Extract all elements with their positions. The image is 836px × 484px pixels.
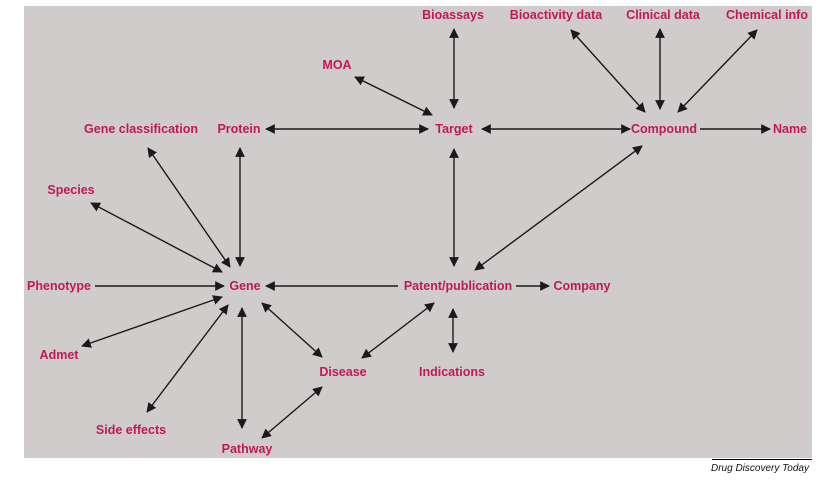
edge-gene-disease bbox=[261, 302, 323, 358]
edge-target-moa bbox=[354, 76, 433, 116]
edge-gene-geneclass bbox=[147, 147, 231, 268]
node-sideeffects: Side effects bbox=[96, 423, 166, 437]
edge-patent-compound bbox=[474, 145, 643, 271]
labels-layer: Bioassays Bioactivity data Clinical data Ch… bbox=[27, 8, 808, 456]
edge-patent-disease bbox=[361, 302, 435, 359]
edge-gene-admet bbox=[81, 295, 223, 348]
node-phenotype: Phenotype bbox=[27, 279, 91, 293]
node-disease: Disease bbox=[319, 365, 366, 379]
node-patent: Patent/publication bbox=[404, 279, 512, 293]
node-target: Target bbox=[435, 122, 473, 136]
node-chemical: Chemical info bbox=[726, 8, 808, 22]
node-pathway: Pathway bbox=[222, 442, 273, 456]
node-protein: Protein bbox=[217, 122, 260, 136]
edge-gene-sideeffects bbox=[146, 304, 229, 413]
edge-compound-bioactivity bbox=[570, 29, 646, 113]
edge-disease-pathway bbox=[261, 386, 323, 439]
node-moa: MOA bbox=[322, 58, 351, 72]
node-clinical: Clinical data bbox=[626, 8, 701, 22]
node-company: Company bbox=[554, 279, 611, 293]
node-geneclass: Gene classification bbox=[84, 122, 198, 136]
node-bioassays: Bioassays bbox=[422, 8, 484, 22]
edge-gene-species bbox=[90, 202, 223, 273]
edge-compound-chemical bbox=[677, 29, 758, 113]
source-credit: Drug Discovery Today bbox=[710, 463, 809, 474]
node-compound: Compound bbox=[631, 122, 697, 136]
footer-rule bbox=[712, 459, 812, 460]
node-admet: Admet bbox=[40, 348, 80, 362]
node-name: Name bbox=[773, 122, 807, 136]
edges-layer bbox=[81, 28, 771, 439]
node-species: Species bbox=[47, 183, 94, 197]
node-gene: Gene bbox=[229, 279, 260, 293]
node-bioactivity: Bioactivity data bbox=[510, 8, 603, 22]
node-indications: Indications bbox=[419, 365, 485, 379]
